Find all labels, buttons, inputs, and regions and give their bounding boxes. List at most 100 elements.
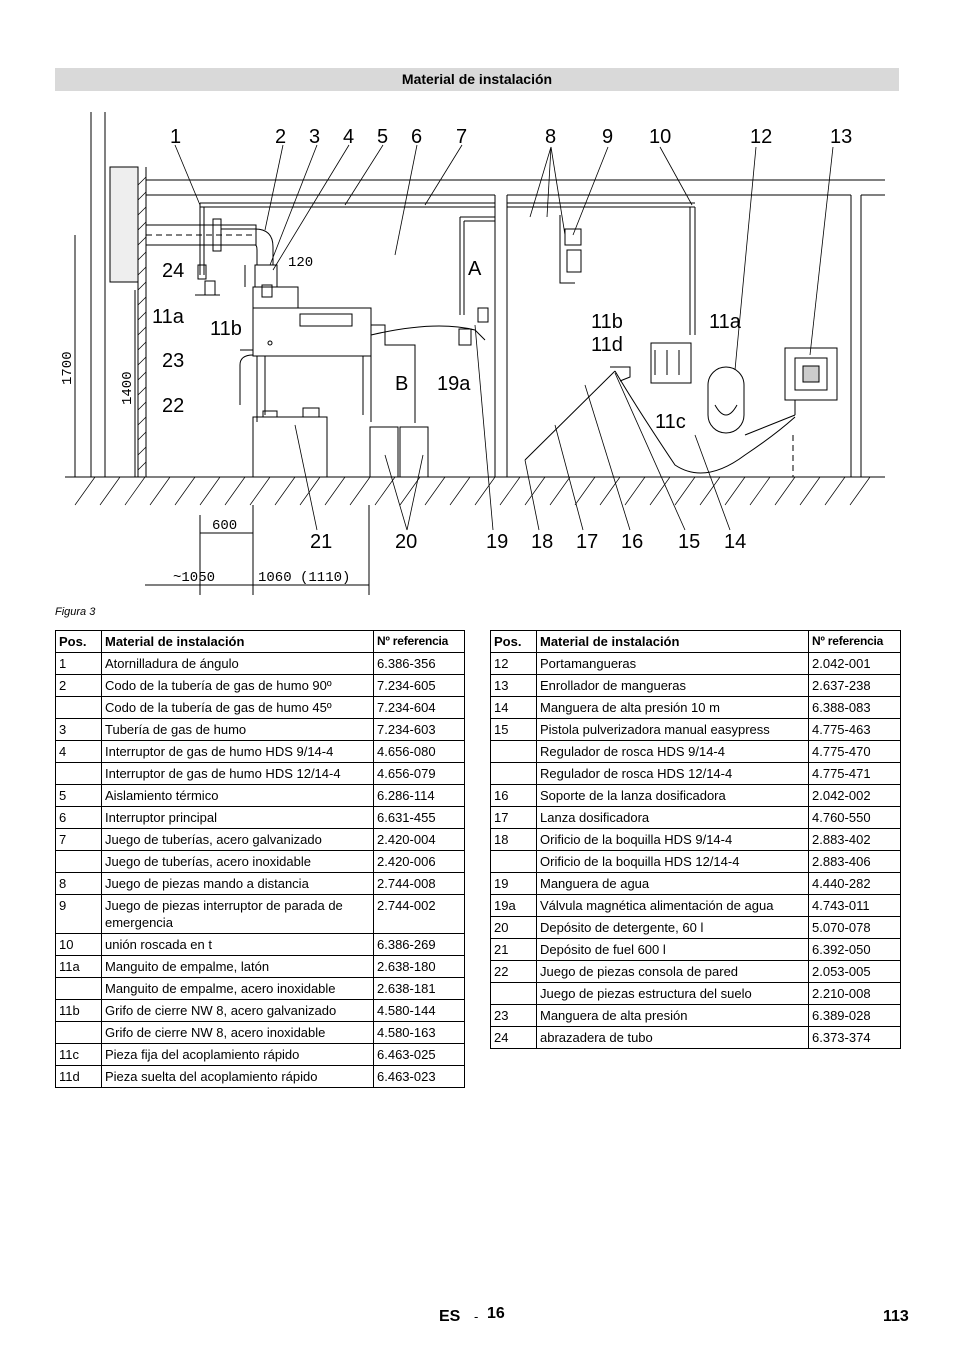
ref-cell: 6.388-083 (808, 696, 901, 719)
pos-cell: 9 (55, 894, 102, 934)
pos-cell: 11c (55, 1043, 102, 1066)
ref-cell: 6.373-374 (808, 1026, 901, 1049)
material-cell: Codo de la tubería de gas de humo 90º (101, 674, 374, 697)
material-cell: Depósito de detergente, 60 l (536, 916, 809, 939)
ref-cell: 4.580-144 (373, 999, 465, 1022)
parts-table-left: Pos. Material de instalación Nº referenc… (55, 630, 465, 1088)
callout-20: 20 (395, 531, 417, 553)
ref-cell: 2.883-406 (808, 850, 901, 873)
pos-cell: 22 (490, 960, 537, 983)
ref-cell: 6.386-356 (373, 652, 465, 675)
ref-cell: 2.042-001 (808, 652, 901, 675)
ref-cell: 7.234-605 (373, 674, 465, 697)
pos-cell: 5 (55, 784, 102, 807)
material-cell: Regulador de rosca HDS 12/14-4 (536, 762, 809, 785)
material-cell: Juego de tuberías, acero galvanizado (101, 828, 374, 851)
callout-5: 5 (377, 126, 388, 148)
pos-cell: 21 (490, 938, 537, 961)
material-cell: Manguera de agua (536, 872, 809, 895)
ref-cell: 7.234-604 (373, 696, 465, 719)
ref-cell: 5.070-078 (808, 916, 901, 939)
col-material: Material de instalación (536, 630, 809, 653)
dimension-120: 120 (288, 255, 313, 271)
ref-cell: 2.883-402 (808, 828, 901, 851)
ref-cell: 4.760-550 (808, 806, 901, 829)
pos-cell: 7 (55, 828, 102, 851)
pos-cell: 8 (55, 872, 102, 895)
material-cell: Orificio de la boquilla HDS 12/14-4 (536, 850, 809, 873)
material-cell: Juego de tuberías, acero inoxidable (101, 850, 374, 873)
pos-cell: 12 (490, 652, 537, 675)
pos-cell: 20 (490, 916, 537, 939)
material-cell: Pieza suelta del acoplamiento rápido (101, 1065, 374, 1088)
ref-cell: 6.463-025 (373, 1043, 465, 1066)
ref-cell: 4.440-282 (808, 872, 901, 895)
pos-cell: 2 (55, 674, 102, 697)
material-cell: Codo de la tubería de gas de humo 45º (101, 696, 374, 719)
col-material: Material de instalación (101, 630, 374, 653)
col-pos: Pos. (490, 630, 537, 653)
ref-cell: 4.656-079 (373, 762, 465, 785)
section-title: Material de instalación (55, 68, 899, 91)
material-cell: Lanza dosificadora (536, 806, 809, 829)
pos-cell (55, 762, 102, 785)
ref-cell: 2.744-008 (373, 872, 465, 895)
pos-cell: 3 (55, 718, 102, 741)
installation-diagram: 1 2 3 4 5 6 7 8 9 10 12 13 24 11a 11b 23… (60, 112, 885, 595)
pos-cell: 14 (490, 696, 537, 719)
material-cell: Enrollador de mangueras (536, 674, 809, 697)
ref-cell: 6.463-023 (373, 1065, 465, 1088)
ref-cell: 2.210-008 (808, 982, 901, 1005)
pos-cell: 16 (490, 784, 537, 807)
pos-cell (490, 982, 537, 1005)
ref-cell: 2.420-004 (373, 828, 465, 851)
pos-cell (55, 850, 102, 873)
pos-cell (490, 762, 537, 785)
parts-table-right: Pos. Material de instalación Nº referenc… (490, 630, 901, 1049)
callout-21: 21 (310, 531, 332, 553)
material-cell: Manguera de alta presión (536, 1004, 809, 1027)
ref-cell: 4.775-471 (808, 762, 901, 785)
material-cell: Orificio de la boquilla HDS 9/14-4 (536, 828, 809, 851)
pos-cell: 4 (55, 740, 102, 763)
pos-cell: 15 (490, 718, 537, 741)
ref-cell: 7.234-603 (373, 718, 465, 741)
ref-cell: 6.389-028 (808, 1004, 901, 1027)
pos-cell (55, 977, 102, 1000)
pos-cell: 11b (55, 999, 102, 1022)
pos-cell: 18 (490, 828, 537, 851)
ref-cell: 6.631-455 (373, 806, 465, 829)
figure-caption: Figura 3 (55, 606, 96, 618)
pos-cell: 17 (490, 806, 537, 829)
pos-cell: 11d (55, 1065, 102, 1088)
footer-dash: - (474, 1309, 479, 1324)
ref-cell: 6.286-114 (373, 784, 465, 807)
footer-page-number: 113 (883, 1308, 909, 1325)
material-cell: Depósito de fuel 600 l (536, 938, 809, 961)
ref-cell: 2.638-180 (373, 955, 465, 978)
pos-cell: 11a (55, 955, 102, 978)
pos-cell (490, 850, 537, 873)
dimension-1050: ~1050 (173, 570, 215, 586)
dimension-1060: 1060 (1110) (258, 570, 350, 586)
ref-cell: 4.743-011 (808, 894, 901, 917)
